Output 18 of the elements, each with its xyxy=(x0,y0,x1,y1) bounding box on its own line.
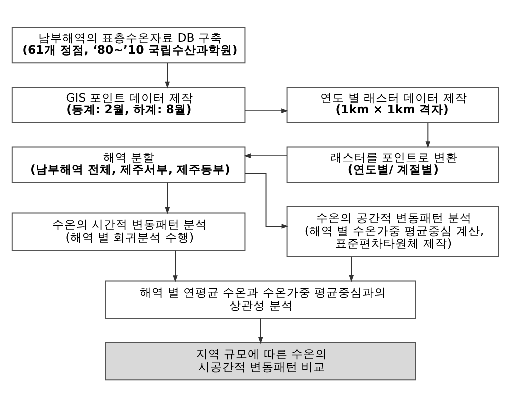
node-box: 연도 별 래스터 데이터 제작 (1km × 1km 격자) xyxy=(286,86,500,123)
arrow xyxy=(244,108,288,113)
node-box: 래스터를 포인트로 변환 (연도별/ 계절별) xyxy=(286,146,500,182)
arrow xyxy=(165,182,170,214)
arrow xyxy=(349,256,354,282)
arrow xyxy=(426,122,431,148)
node-box: 남부해역의 표층수온자료 DB 구축 (61개 정점, ‘80~’10 국립수산과학원) xyxy=(12,26,246,64)
node-box: 수온의 공간적 변동패턴 분석 (해역 별 수온가중 평균중심 계산, 표준편차타원체 제작) xyxy=(286,206,500,257)
node-box: 수온의 시간적 변동패턴 분석 (해역 별 회귀분석 수행) xyxy=(12,212,246,250)
node-box: 해역 별 연평균 수온과 수온가중 평균중심과의 상관성 분석 xyxy=(105,280,416,318)
arrow xyxy=(244,172,289,228)
arrow xyxy=(244,153,288,158)
arrow xyxy=(165,62,170,88)
node-box: 지역 규모에 따른 수온의 시공간적 변동패턴 비교 xyxy=(105,342,416,380)
node-box: 해역 분할 (남부해역 전체, 제주서부, 제주동부) xyxy=(12,146,246,182)
arrow xyxy=(258,318,264,344)
node-box: GIS 포인트 데이터 제작 (동계: 2월, 하계: 8월) xyxy=(12,86,246,123)
arrow xyxy=(173,250,178,282)
